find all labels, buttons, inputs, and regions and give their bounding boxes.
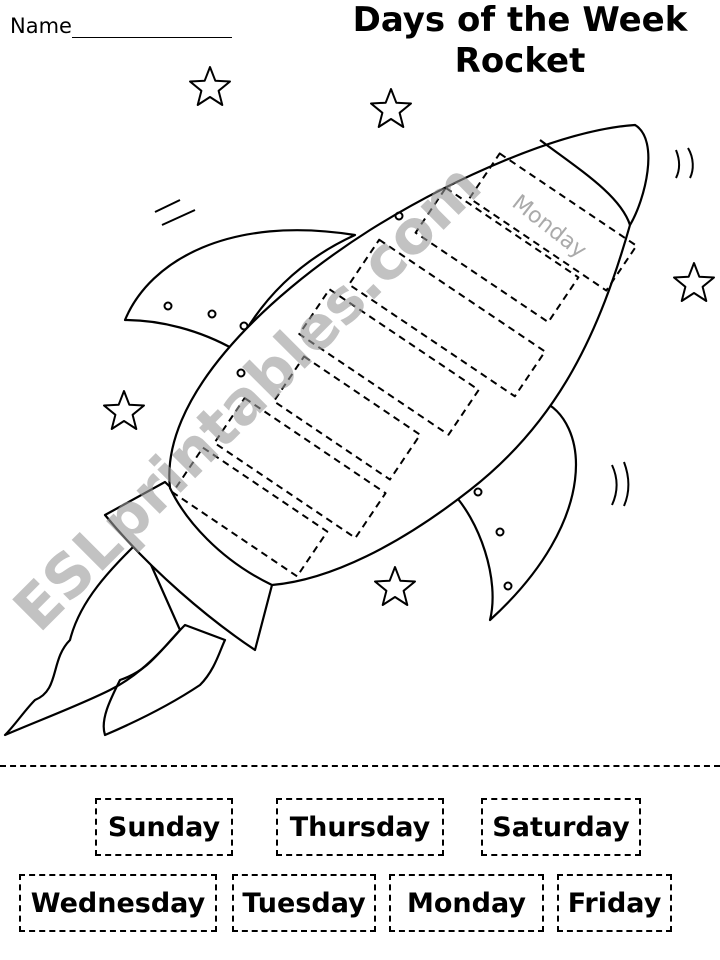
rocket-nozzle <box>103 480 274 652</box>
rocket-illustration: Monday ESLprintables.com <box>0 66 715 737</box>
star-icon <box>374 566 416 606</box>
name-label: Name <box>10 14 72 38</box>
word-card-saturday[interactable]: Saturday <box>481 798 641 856</box>
word-box[interactable] <box>171 446 329 578</box>
rocket-fin-top <box>123 229 357 352</box>
rocket-nose-line <box>539 139 632 226</box>
cut-line <box>0 765 720 767</box>
name-field[interactable]: Name <box>10 14 232 38</box>
star-icon <box>673 262 715 302</box>
flame-icon <box>102 623 227 737</box>
word-card-thursday[interactable]: Thursday <box>276 798 444 856</box>
word-box[interactable] <box>347 238 547 398</box>
star-icon <box>103 390 145 430</box>
flame-icon <box>3 538 182 737</box>
word-card-tuesday[interactable]: Tuesday <box>232 874 376 932</box>
motion-lines <box>154 147 694 507</box>
name-line[interactable] <box>71 17 232 38</box>
word-card-sunday[interactable]: Sunday <box>95 798 233 856</box>
star-icon <box>189 66 231 106</box>
stars <box>103 66 715 606</box>
word-card-monday[interactable]: Monday <box>389 874 544 932</box>
word-box[interactable] <box>213 397 387 539</box>
title-line-2: Rocket <box>454 41 586 81</box>
word-box[interactable] <box>272 355 422 481</box>
title-line-1: Days of the Week <box>352 0 688 40</box>
word-card-wednesday[interactable]: Wednesday <box>19 874 217 932</box>
word-box[interactable] <box>298 288 480 436</box>
star-icon <box>370 88 412 128</box>
rocket-windows <box>163 211 513 591</box>
word-card-friday[interactable]: Friday <box>557 874 672 932</box>
